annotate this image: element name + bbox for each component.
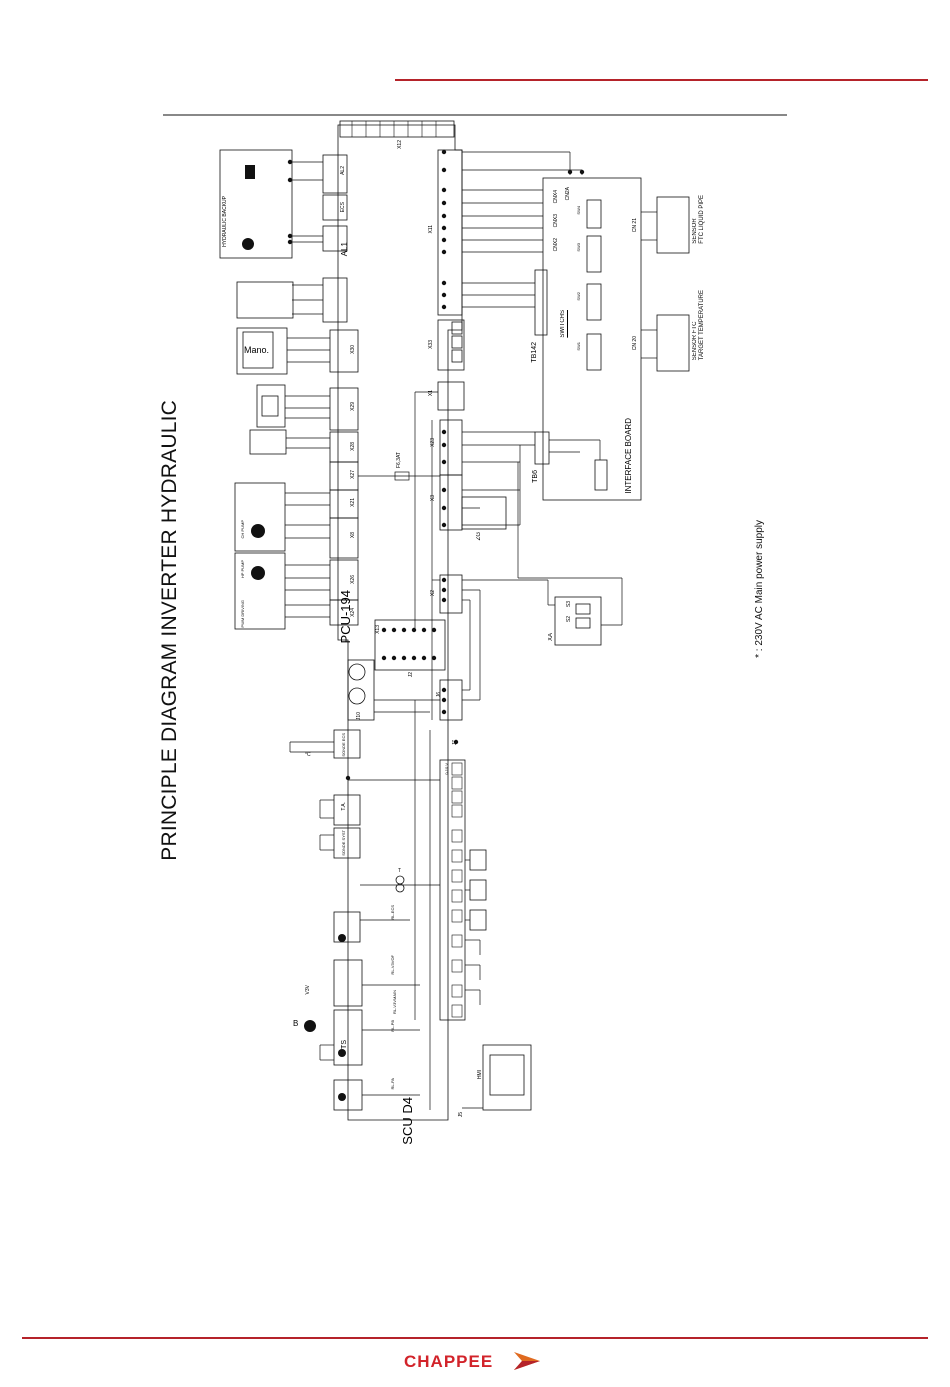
- logo-graphic: CHAPPEE: [404, 1352, 540, 1371]
- connector-j5: J5: [458, 1112, 464, 1118]
- ch-pump-label: CH PUMP: [240, 520, 245, 539]
- logo-text: CHAPPEE: [404, 1352, 493, 1371]
- interface-board-label: INTERFACE BOARD: [624, 418, 633, 494]
- celsius-label: °C: [305, 752, 311, 758]
- connector-x24: X24: [350, 608, 356, 617]
- connector-x21: X21: [350, 498, 356, 507]
- page-title: PRINCIPLE DIAGRAM INVERTER HYDRAULIC: [158, 400, 181, 861]
- hmi-label: HMI: [477, 1070, 483, 1080]
- switch-s3-label: S3: [566, 601, 572, 608]
- ts-label: TS: [341, 1040, 348, 1049]
- connector-x3: X3: [430, 495, 436, 502]
- top-rule: [395, 79, 928, 81]
- connector-tb142: TB142: [531, 342, 538, 363]
- scu-board-label: SCU D4: [400, 1097, 415, 1145]
- sonde-ecs-label: SONDE ECS: [341, 733, 346, 757]
- rl-v3vmain-label: RL-V3VMAIN: [392, 990, 397, 1015]
- bottom-rule: [22, 1337, 928, 1339]
- rl-pb-label: RL-PB: [390, 1020, 395, 1032]
- connector-x33: X33: [428, 340, 434, 349]
- connector-x11: X11: [428, 225, 434, 234]
- connector-xa: XA: [548, 633, 554, 642]
- connector-j6: J6: [436, 692, 442, 698]
- zero-ten-volt-label: 0-10 V: [444, 763, 449, 775]
- sonde-syst-label: SONDE SYST: [341, 830, 346, 856]
- connector-cn2a: CN2A: [565, 187, 571, 201]
- sensor-liquid-pipe-label: SENSOR FTC LIQUID PIPE: [692, 195, 705, 244]
- switch-s2-label: S2: [566, 616, 572, 623]
- connector-cnx3: CNX3: [553, 214, 559, 228]
- rl-ecs-label: RL-ECS: [390, 905, 395, 920]
- connector-j10: J10: [356, 712, 362, 721]
- logo-wing-shadow-icon: [514, 1361, 540, 1370]
- connector-ecs: ECS: [340, 202, 346, 213]
- power-supply-note: * : 230V AC Main power supply: [754, 520, 765, 658]
- v3v-label: V3V: [305, 985, 311, 995]
- fuse-label: F6,3AT: [396, 452, 402, 469]
- transformer-label: T: [398, 868, 402, 874]
- connector-zg: ZG: [476, 532, 482, 541]
- connector-x23: X23: [430, 438, 436, 447]
- connector-cn21: CN 21: [632, 218, 638, 233]
- connector-al1: AL1: [340, 242, 349, 257]
- b-label: B: [293, 1019, 299, 1028]
- switches-label: SWITCHS: [560, 310, 566, 338]
- connector-cn20: CN 20: [632, 336, 638, 351]
- pwm-driving-label: PWM DRIVING: [240, 600, 245, 628]
- rl-pa-label: RL-PA: [390, 1078, 395, 1090]
- chappee-logo: CHAPPEE: [402, 1348, 552, 1374]
- hydraulic-backup-label: HYDRAULIC BACKUP: [222, 196, 228, 247]
- connector-x27: X27: [350, 470, 356, 479]
- connector-x13: X13: [375, 625, 381, 634]
- switch-sw1-label: SW1: [576, 342, 581, 351]
- connector-j7: J7: [452, 740, 458, 746]
- rl-v3vof-label: RL-V3VOF: [390, 955, 395, 975]
- connector-al2: AL2: [340, 166, 346, 175]
- sensor-target-temp-label: SENSOR FTC TARGET TEMPERATURE: [692, 290, 705, 361]
- connector-x2: X2: [430, 590, 436, 597]
- connector-x8: X8: [350, 532, 356, 539]
- ta-label: T.A.: [341, 802, 347, 811]
- connector-x28: X28: [350, 442, 356, 451]
- connector-tb6: TB6: [532, 470, 539, 483]
- connector-x1: X1: [428, 390, 434, 397]
- connector-cnx2: CNX2: [553, 238, 559, 252]
- connector-x26: X26: [350, 575, 356, 584]
- connector-cnx4: CNX4: [553, 190, 559, 204]
- switch-sw2-label: SW2: [576, 292, 581, 301]
- switch-sw3-label: SW3: [576, 243, 581, 252]
- connector-j2: J2: [408, 672, 414, 678]
- hp-pump-label: HP PUMP: [240, 560, 245, 579]
- connector-x29: X29: [350, 402, 356, 411]
- connector-x12: X12: [397, 140, 403, 149]
- mano-label: Mano.: [244, 345, 270, 355]
- connector-x30: X30: [350, 345, 356, 354]
- switch-sw4-label: SW4: [576, 206, 581, 215]
